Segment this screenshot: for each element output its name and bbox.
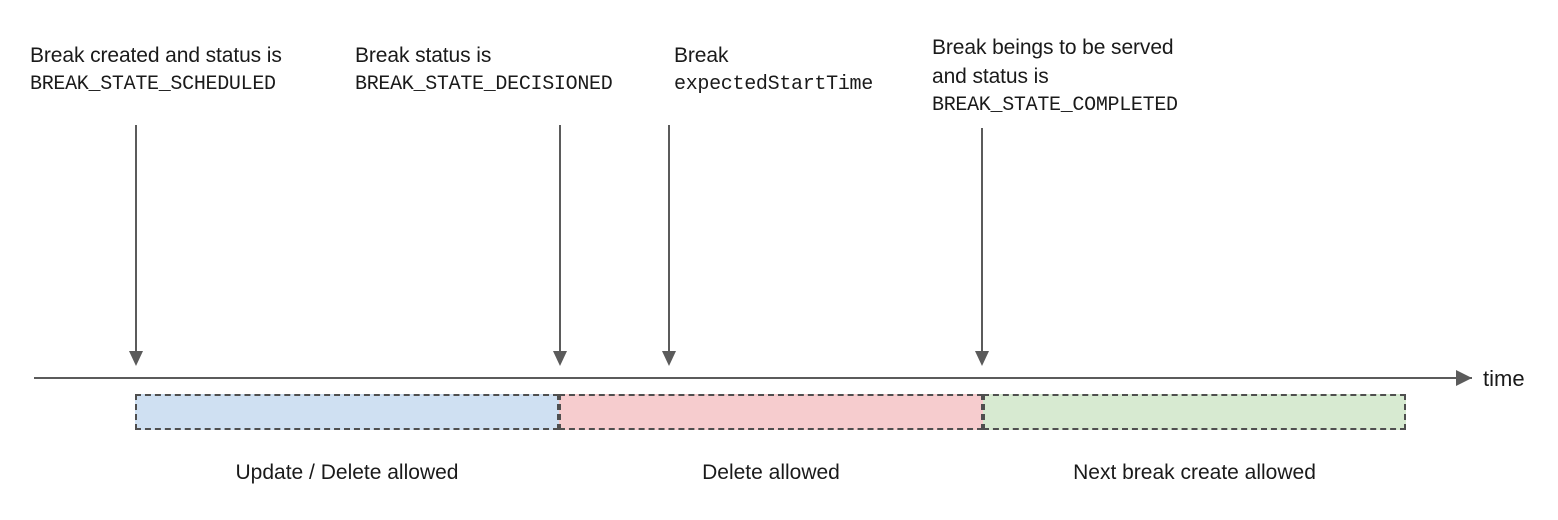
phase-bar-update-delete <box>135 394 559 430</box>
time-axis-label: time <box>1483 366 1525 391</box>
annotation-completed: Break beings to be served and status is … <box>932 33 1178 120</box>
phase-bar-next-break-create <box>983 394 1406 430</box>
arrow-shaft <box>668 125 670 351</box>
annotation-decisioned: Break status is BREAK_STATE_DECISIONED <box>355 41 613 99</box>
annotation-line: BREAK_STATE_DECISIONED <box>355 73 613 96</box>
annotation-line: Break beings to be served <box>932 36 1174 59</box>
annotation-line: BREAK_STATE_SCHEDULED <box>30 73 276 96</box>
pointer-arrow-expected-start-time <box>662 125 676 366</box>
annotation-line: expectedStartTime <box>674 73 873 96</box>
annotation-line: Break status is <box>355 44 492 67</box>
arrow-head-icon <box>662 351 676 366</box>
annotation-line: Break <box>674 44 729 67</box>
arrow-head-icon <box>553 351 567 366</box>
phase-caption-delete: Delete allowed <box>702 461 840 484</box>
annotation-line: Break created and status is <box>30 44 282 67</box>
pointer-arrow-decisioned <box>553 125 567 366</box>
arrow-head-icon <box>129 351 143 366</box>
phase-caption-update-delete: Update / Delete allowed <box>235 461 459 484</box>
annotation-line: BREAK_STATE_COMPLETED <box>932 94 1178 117</box>
arrow-shaft <box>559 125 561 351</box>
annotation-expected-start-time: Break expectedStartTime <box>674 41 873 99</box>
pointer-arrow-completed <box>975 128 989 366</box>
arrow-head-icon <box>975 351 989 366</box>
annotation-scheduled: Break created and status is BREAK_STATE_… <box>30 41 282 99</box>
time-axis-arrow-icon <box>1456 370 1472 386</box>
annotation-line: and status is <box>932 65 1049 88</box>
phase-bar-delete <box>559 394 983 430</box>
phase-caption-next-break-create: Next break create allowed <box>1073 461 1316 484</box>
arrow-shaft <box>981 128 983 351</box>
time-axis-line <box>34 377 1472 379</box>
pointer-arrow-scheduled <box>129 125 143 366</box>
arrow-shaft <box>135 125 137 351</box>
